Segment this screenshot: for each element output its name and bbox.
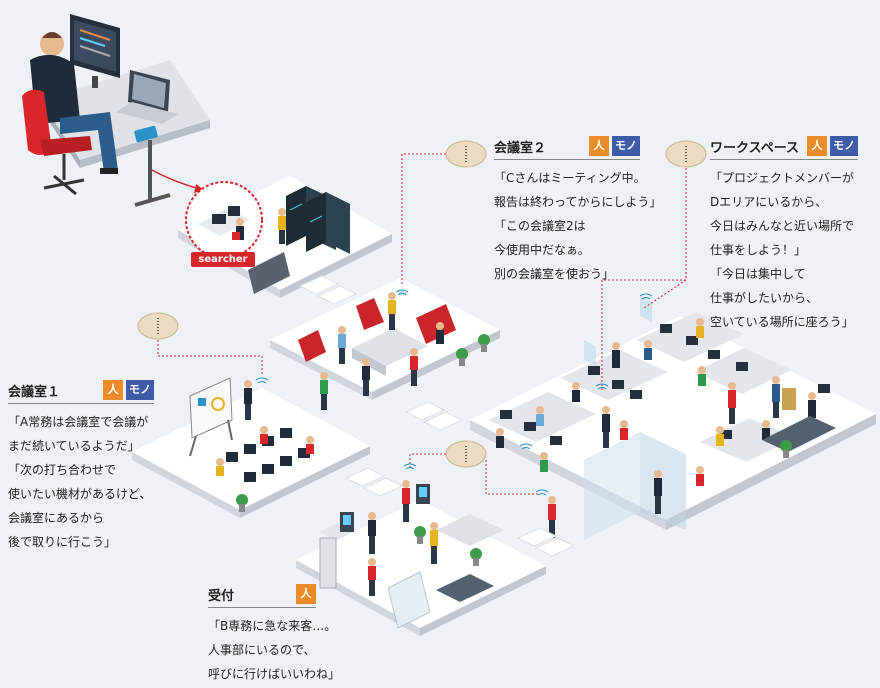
- meeting-room-2-area: 〰: [270, 278, 500, 410]
- whiteboard-icon: [189, 377, 233, 457]
- callout-line: 「B専務に急な来客…。: [208, 619, 337, 633]
- sensor-icon: [137, 312, 179, 340]
- thing-badge: モノ: [126, 380, 154, 400]
- person-badge: 人: [807, 136, 827, 156]
- plant-icon: [456, 334, 490, 366]
- callout-line: 「Cさんはミーティング中。: [494, 171, 646, 185]
- reception-area: [296, 480, 556, 636]
- callout-line: 空いている場所に座ろう」: [710, 315, 854, 329]
- callout-line: 別の会議室を使おう」: [494, 267, 615, 281]
- person-badge: 人: [589, 136, 609, 156]
- callout-line: 仕事をしよう！」: [710, 243, 807, 257]
- operator-desk: [22, 14, 210, 207]
- callout-workspace: ワークスペース 人 モノ 「プロジェクトメンバーが Dエリアにいるから、 今日は…: [710, 136, 858, 334]
- thing-badge: モノ: [612, 136, 640, 156]
- office-chair-icon: [22, 89, 92, 196]
- server-room: [178, 176, 392, 298]
- leader-lines: [157, 153, 687, 495]
- kiosk-icon: [340, 484, 430, 532]
- callout-meeting-room-2: 会議室２ 人 モノ 「Cさんはミーティング中。 報告は終わってからにしよう」 「…: [494, 136, 662, 286]
- callout-line: Dエリアにいるから、: [710, 195, 828, 209]
- thing-badge: モノ: [830, 136, 858, 156]
- callout-header: ワークスペース 人 モノ: [710, 136, 858, 160]
- callout-line: 呼びに行けばいいわね」: [208, 667, 341, 681]
- sensor-devices: [137, 140, 707, 468]
- glass-partitions: [584, 296, 686, 540]
- laptop-icon: [116, 70, 178, 124]
- callout-header: 受付 人: [208, 584, 316, 608]
- person-badge: 人: [103, 380, 123, 400]
- wifi-signals: [255, 289, 653, 496]
- sensor-icon: [445, 140, 487, 168]
- callout-line: 今日はみんなと近い場所で: [710, 219, 855, 233]
- callout-line: 「プロジェクトメンバーが: [710, 171, 855, 185]
- walkway-steps: [298, 275, 576, 557]
- callout-line: 「A常務は会議室で会議が: [8, 415, 149, 429]
- sofa-icon: [298, 298, 456, 362]
- callout-line: 「この会議室2は: [494, 219, 586, 233]
- callout-meeting-room-1: 会議室１ 人 モノ 「A常務は会議室で会議が まだ続いているようだ」 「次の打ち…: [8, 380, 154, 554]
- callout-line: 会議室にあるから: [8, 511, 105, 525]
- callout-title: ワークスペース: [710, 140, 800, 156]
- callout-line: 「次の打ち合わせで: [8, 463, 117, 477]
- callout-title: 会議室１: [8, 384, 61, 400]
- callout-line: 使いたい機材があるけど、: [8, 487, 152, 501]
- server-rack-icon: [286, 186, 350, 254]
- callout-line: 「今日は集中して: [710, 267, 806, 281]
- callout-header: 会議室１ 人 モノ: [8, 380, 154, 404]
- monitor-icon: [70, 14, 120, 88]
- sensor-icon: [665, 140, 707, 168]
- meeting-room-1-area: [132, 377, 370, 518]
- searcher-label: searcher: [191, 252, 255, 267]
- callout-line: 人事部にいるので、: [208, 643, 316, 657]
- callout-line: 後で取りに行こう」: [8, 535, 117, 549]
- sensor-icon: [445, 440, 487, 468]
- person-badge: 人: [296, 584, 316, 604]
- desk-monitor-icons: [500, 324, 830, 445]
- callout-title: 会議室２: [494, 140, 547, 156]
- callout-line: まだ続いているようだ」: [8, 439, 140, 453]
- callout-line: 今使用中だなぁ。: [494, 243, 590, 257]
- searcher-scope: [185, 181, 263, 259]
- callout-title: 受付: [208, 588, 235, 604]
- callout-header: 会議室２ 人 モノ: [494, 136, 640, 160]
- callout-line: 仕事がしたいから、: [710, 291, 819, 305]
- callout-reception: 受付 人 「B専務に急な来客…。 人事部にいるので、 呼びに行けばいいわね」: [208, 584, 341, 686]
- workspace-area: [470, 296, 876, 540]
- callout-line: 報告は終わってからにしよう」: [494, 195, 662, 209]
